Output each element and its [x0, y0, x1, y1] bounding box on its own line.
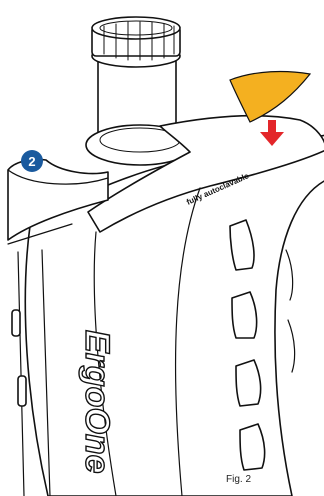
- callout-number: 2: [28, 154, 35, 169]
- brand-logo-text: ErgoOne: [78, 330, 116, 474]
- plunger-cap: [92, 17, 180, 67]
- ergoone-logo: ErgoOne: [78, 330, 116, 474]
- orange-tab-icon: [230, 72, 310, 122]
- numbered-callout-icon: 2: [21, 150, 43, 172]
- figure-caption: Fig. 2: [226, 474, 251, 485]
